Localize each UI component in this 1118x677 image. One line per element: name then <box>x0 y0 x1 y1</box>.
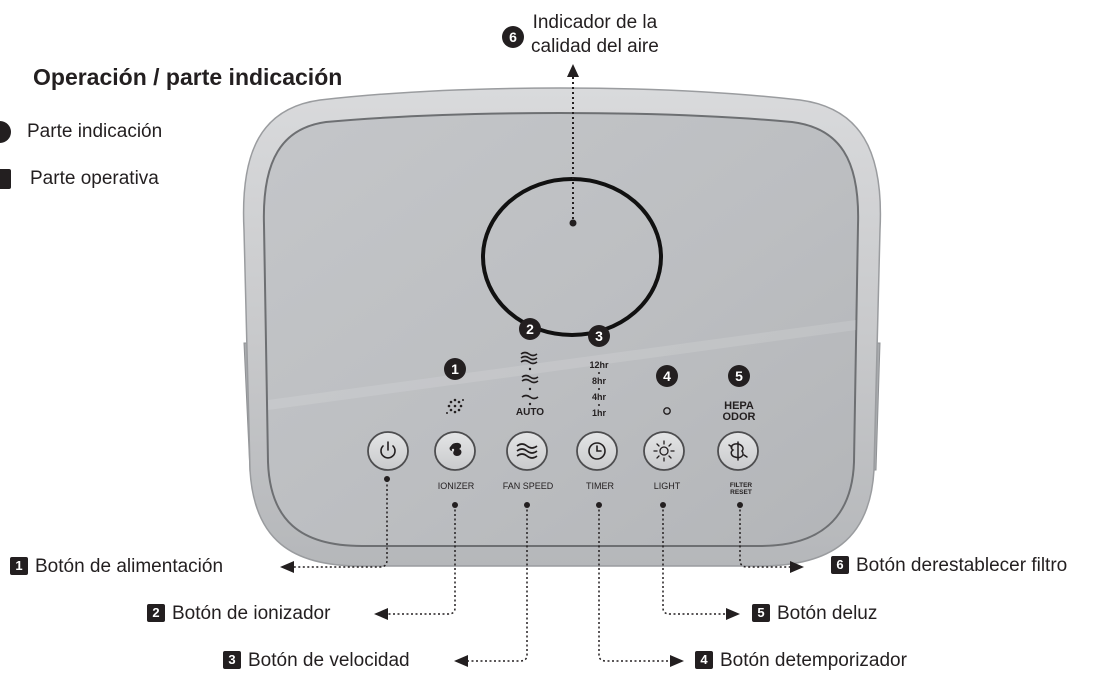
indicator-badge-2 <box>519 318 541 340</box>
callout-light-text: Botón deluz <box>777 603 878 624</box>
timer-dot-1 <box>598 372 600 374</box>
fan-speed-auto-label: AUTO <box>516 407 544 418</box>
callout-filter-reset-num: 6 <box>831 556 849 574</box>
filter-reset-button[interactable] <box>717 431 759 471</box>
fan-speed-dot-3 <box>528 402 532 406</box>
air-quality-arrowhead <box>567 64 579 77</box>
indicator-badge-5 <box>728 365 750 387</box>
air-quality-label-line1: Indicador de la <box>532 12 658 33</box>
fan-speed-indicator-icon <box>520 351 539 400</box>
hepa-indicator-label: HEPA <box>724 400 754 412</box>
indicator-badge-3 <box>588 325 610 347</box>
indicator-badge-4 <box>656 365 678 387</box>
light-button[interactable] <box>643 431 685 471</box>
indicator-badge-2-num: 2 <box>526 321 534 337</box>
air-quality-label-line2: calidad del aire <box>531 36 659 57</box>
callout-light: 5 Botón deluz <box>752 603 877 625</box>
odor-indicator-label: ODOR <box>723 411 756 423</box>
callout-power-text: Botón de alimentación <box>35 556 224 577</box>
timer-level-8hr: 8hr <box>592 376 607 386</box>
panel-sheen <box>268 320 856 410</box>
clock-icon <box>588 442 606 460</box>
filter-button-label-line2: RESET <box>730 489 752 496</box>
timer-button-label: TIMER <box>586 481 614 491</box>
callout-filter-reset: 6 Botón derestablecer filtro <box>831 555 1067 577</box>
timer-level-1hr: 1hr <box>592 408 607 418</box>
fan-speed-button-label: FAN SPEED <box>503 481 554 491</box>
timer-button[interactable] <box>576 431 618 471</box>
callout-ionizer-num: 2 <box>147 604 165 622</box>
ionizer-icon <box>449 442 462 456</box>
wave-icon <box>516 443 538 459</box>
legend-operation-label: Parte operativa <box>30 168 159 189</box>
callout-fan-speed: 3 Botón de velocidad <box>223 650 410 672</box>
air-quality-label: Indicador de la calidad del aire <box>531 11 659 59</box>
leader-lines <box>292 480 790 662</box>
power-button[interactable] <box>367 431 409 471</box>
filter-button-label-line1: FILTER <box>730 482 753 489</box>
indicator-badge-1-num: 1 <box>451 361 459 377</box>
legend-indication-label: Parte indicación <box>27 121 163 142</box>
timer-level-4hr: 4hr <box>592 392 607 402</box>
fan-speed-dot-2 <box>528 387 532 391</box>
indicator-badge-3-num: 3 <box>595 328 603 344</box>
indicator-badge-1 <box>444 358 466 380</box>
power-icon <box>380 441 396 459</box>
callout-timer: 4 Botón detemporizador <box>695 650 907 672</box>
callout-fan-speed-num: 3 <box>223 651 241 669</box>
fan-speed-button[interactable] <box>506 431 548 471</box>
leader-dots <box>384 476 743 508</box>
leader-arrowheads <box>280 561 804 667</box>
indicator-badge-5-num: 5 <box>735 368 743 384</box>
light-button-label: LIGHT <box>654 481 681 491</box>
air-quality-badge-num: 6 <box>509 29 517 45</box>
callout-power-num: 1 <box>10 557 28 575</box>
device-panel <box>262 112 860 547</box>
sun-icon <box>653 440 675 462</box>
ionizer-button-label: IONIZER <box>438 481 475 491</box>
callout-ionizer: 2 Botón de ionizador <box>147 603 330 625</box>
air-quality-badge <box>502 26 524 48</box>
callout-light-num: 5 <box>752 604 770 622</box>
timer-dot-2 <box>598 388 600 390</box>
legend-circle-mark <box>0 121 11 143</box>
filter-icon <box>728 441 748 461</box>
fan-speed-dot-1 <box>528 367 532 371</box>
callout-timer-text: Botón detemporizador <box>720 650 907 671</box>
air-quality-center-dot <box>569 219 577 227</box>
ionizer-button[interactable] <box>434 431 476 471</box>
callout-filter-reset-text: Botón derestablecer filtro <box>856 555 1068 576</box>
timer-level-12hr: 12hr <box>589 360 609 370</box>
callout-ionizer-text: Botón de ionizador <box>172 603 331 624</box>
callout-timer-num: 4 <box>695 651 713 669</box>
page-heading: Operación / parte indicación <box>33 64 343 90</box>
ionizer-indicator-icon <box>446 398 464 414</box>
indicator-badge-4-num: 4 <box>663 368 671 384</box>
callout-fan-speed-text: Botón de velocidad <box>248 650 410 671</box>
callout-power: 1 Botón de alimentación <box>10 556 223 578</box>
light-indicator-icon <box>663 407 671 415</box>
timer-dot-3 <box>598 404 600 406</box>
legend-square-mark <box>0 169 11 189</box>
